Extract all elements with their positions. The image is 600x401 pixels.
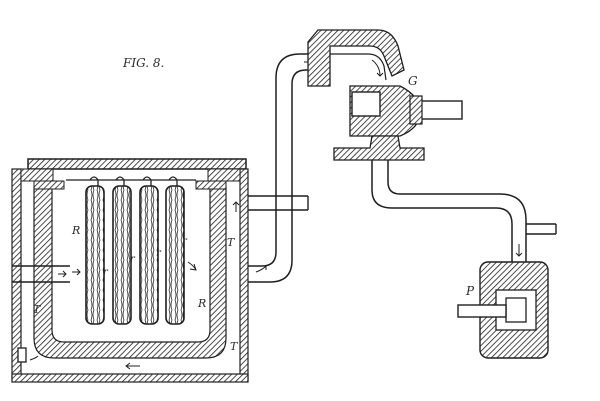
- drain-fitting: [17, 347, 27, 363]
- pump-piston: [505, 297, 527, 323]
- bottom-flow-arrow: [125, 362, 140, 370]
- label-P: P: [465, 284, 475, 298]
- valve-body-top: [307, 29, 405, 87]
- label-r3: r: [156, 248, 162, 259]
- rod-2: [112, 176, 132, 325]
- pump-rod: [457, 304, 507, 318]
- jacket-flow-arrow: [187, 261, 197, 271]
- label-R-right: R: [197, 297, 206, 310]
- valve-flow-arrow: [371, 59, 384, 77]
- label-r1: r: [103, 267, 109, 278]
- vessel-corner-right: [207, 168, 241, 182]
- jacket-lip-left: [33, 180, 65, 190]
- down-pipe: [371, 160, 557, 262]
- vessel-lid: [27, 158, 247, 170]
- label-R-left: R: [71, 224, 80, 237]
- label-T-lower-right: T: [230, 340, 239, 353]
- label-G: G: [408, 74, 418, 88]
- vessel-bottom: [11, 373, 249, 383]
- label-T-inner: T: [227, 236, 236, 249]
- label-r4: r: [182, 236, 188, 247]
- valve-g: G: [307, 29, 463, 161]
- rod-3: [139, 176, 159, 325]
- jacket-lip-right: [195, 180, 227, 190]
- label-T-lower-left: T: [33, 303, 42, 316]
- riser-pipe: [248, 53, 318, 283]
- vessel-corner-left: [20, 168, 54, 182]
- drain-arrow: [29, 355, 39, 361]
- inlet-flow-arrow: [72, 268, 81, 276]
- inlet-pipe: [12, 265, 70, 283]
- valve-stem: [419, 100, 463, 120]
- rod-group: [66, 176, 196, 325]
- pump-p: P: [457, 261, 549, 359]
- rod-1: [85, 176, 105, 325]
- valve-channel: [330, 53, 387, 81]
- side-stub-pipe: [232, 195, 309, 212]
- rod-4: [165, 176, 185, 325]
- valve-piston: [351, 91, 381, 117]
- valve-stem-collar: [409, 95, 423, 125]
- vessel: R R T T T r r r r: [11, 158, 249, 383]
- valve-flange: [333, 135, 425, 161]
- figure-title: FIG. 8.: [122, 56, 164, 70]
- vessel-outer-wall-right: [239, 168, 249, 382]
- label-r2: r: [130, 254, 136, 265]
